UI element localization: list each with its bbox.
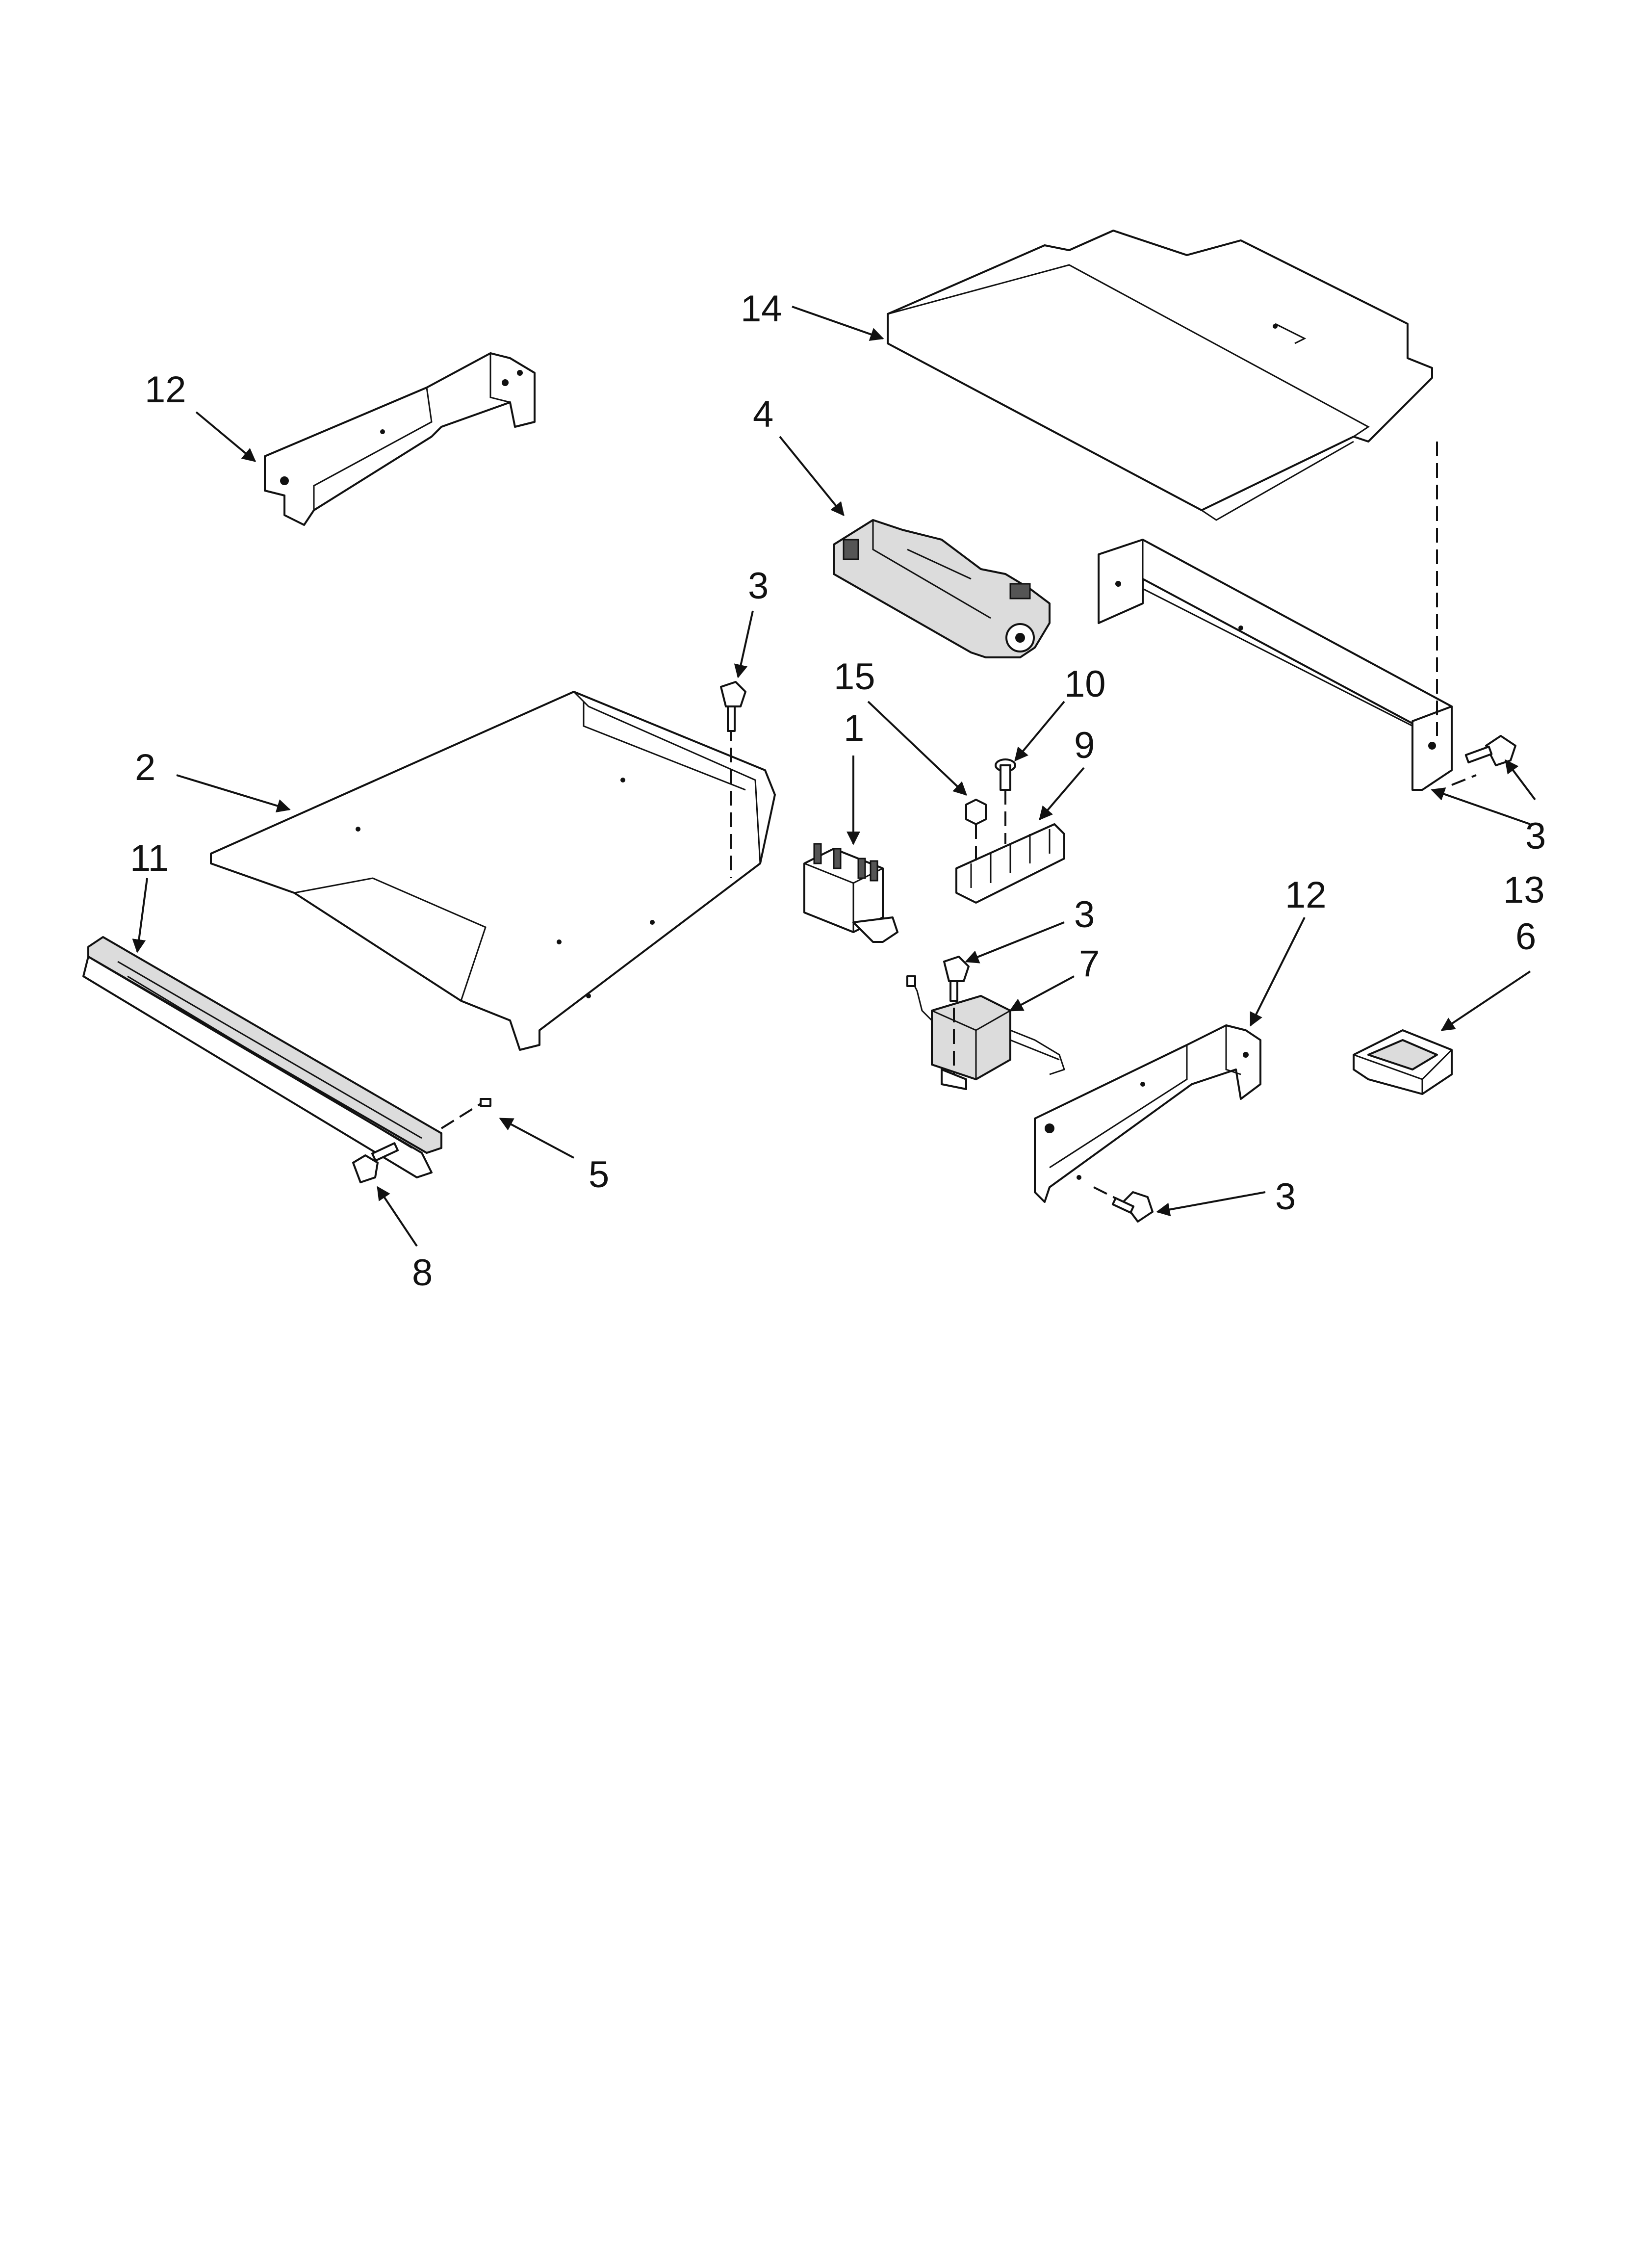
callout-15: 15: [834, 656, 875, 698]
callout-9: 9: [1074, 725, 1095, 766]
screw-3-shield: [720, 681, 746, 732]
callout-11: 11: [130, 837, 169, 879]
callout-3-bracket: 3: [1275, 1176, 1296, 1218]
callout-8: 8: [412, 1252, 433, 1294]
part-15-nut: [965, 799, 987, 863]
callout-3-shield: 3: [748, 565, 769, 607]
callout-1: 1: [844, 707, 864, 749]
part-1-relay: [803, 843, 898, 943]
callout-2: 2: [135, 747, 155, 788]
callout-12-lower: 12: [1285, 874, 1327, 916]
callout-10: 10: [1064, 663, 1106, 705]
part-10-screw: [995, 758, 1016, 844]
screw-3-transformer: [943, 956, 970, 1002]
callout-labels: 14 12 4 3 15 10 1 9 2 11 3 7 12 3 13 6 5…: [130, 288, 1546, 1294]
part-4-control-assembly: [833, 519, 1051, 658]
part-7-transformer: [906, 975, 1065, 1090]
part-12-bracket-lower: [1034, 1024, 1261, 1203]
part-12-bracket-upper: [264, 352, 536, 526]
part-5-clip: [440, 1098, 491, 1129]
callout-3-transformer: 3: [1074, 894, 1095, 936]
callout-7: 7: [1079, 943, 1100, 985]
callout-12-upper: 12: [145, 369, 186, 411]
screw-3-rail: [1464, 735, 1516, 766]
callout-14: 14: [741, 288, 782, 330]
alignment-line-screw-13: [1451, 774, 1477, 786]
part-2-heat-shield: [210, 691, 776, 1051]
screw-3-bracket: [1111, 1191, 1154, 1223]
callout-5: 5: [589, 1154, 609, 1196]
part-8-screw: [352, 1142, 399, 1183]
callout-13: 13: [1503, 869, 1545, 911]
callout-3-rail: 3: [1525, 815, 1546, 857]
part-6-small-cover: [1353, 1029, 1453, 1095]
part-13-rail: [1098, 539, 1453, 791]
part-14-cover-panel: [887, 230, 1433, 521]
callout-4: 4: [753, 393, 773, 435]
part-9-terminal-block: [955, 823, 1065, 904]
callout-6: 6: [1515, 916, 1536, 958]
leader-arrows: [132, 306, 1536, 1247]
part-11-vent-rail: [82, 936, 442, 1178]
